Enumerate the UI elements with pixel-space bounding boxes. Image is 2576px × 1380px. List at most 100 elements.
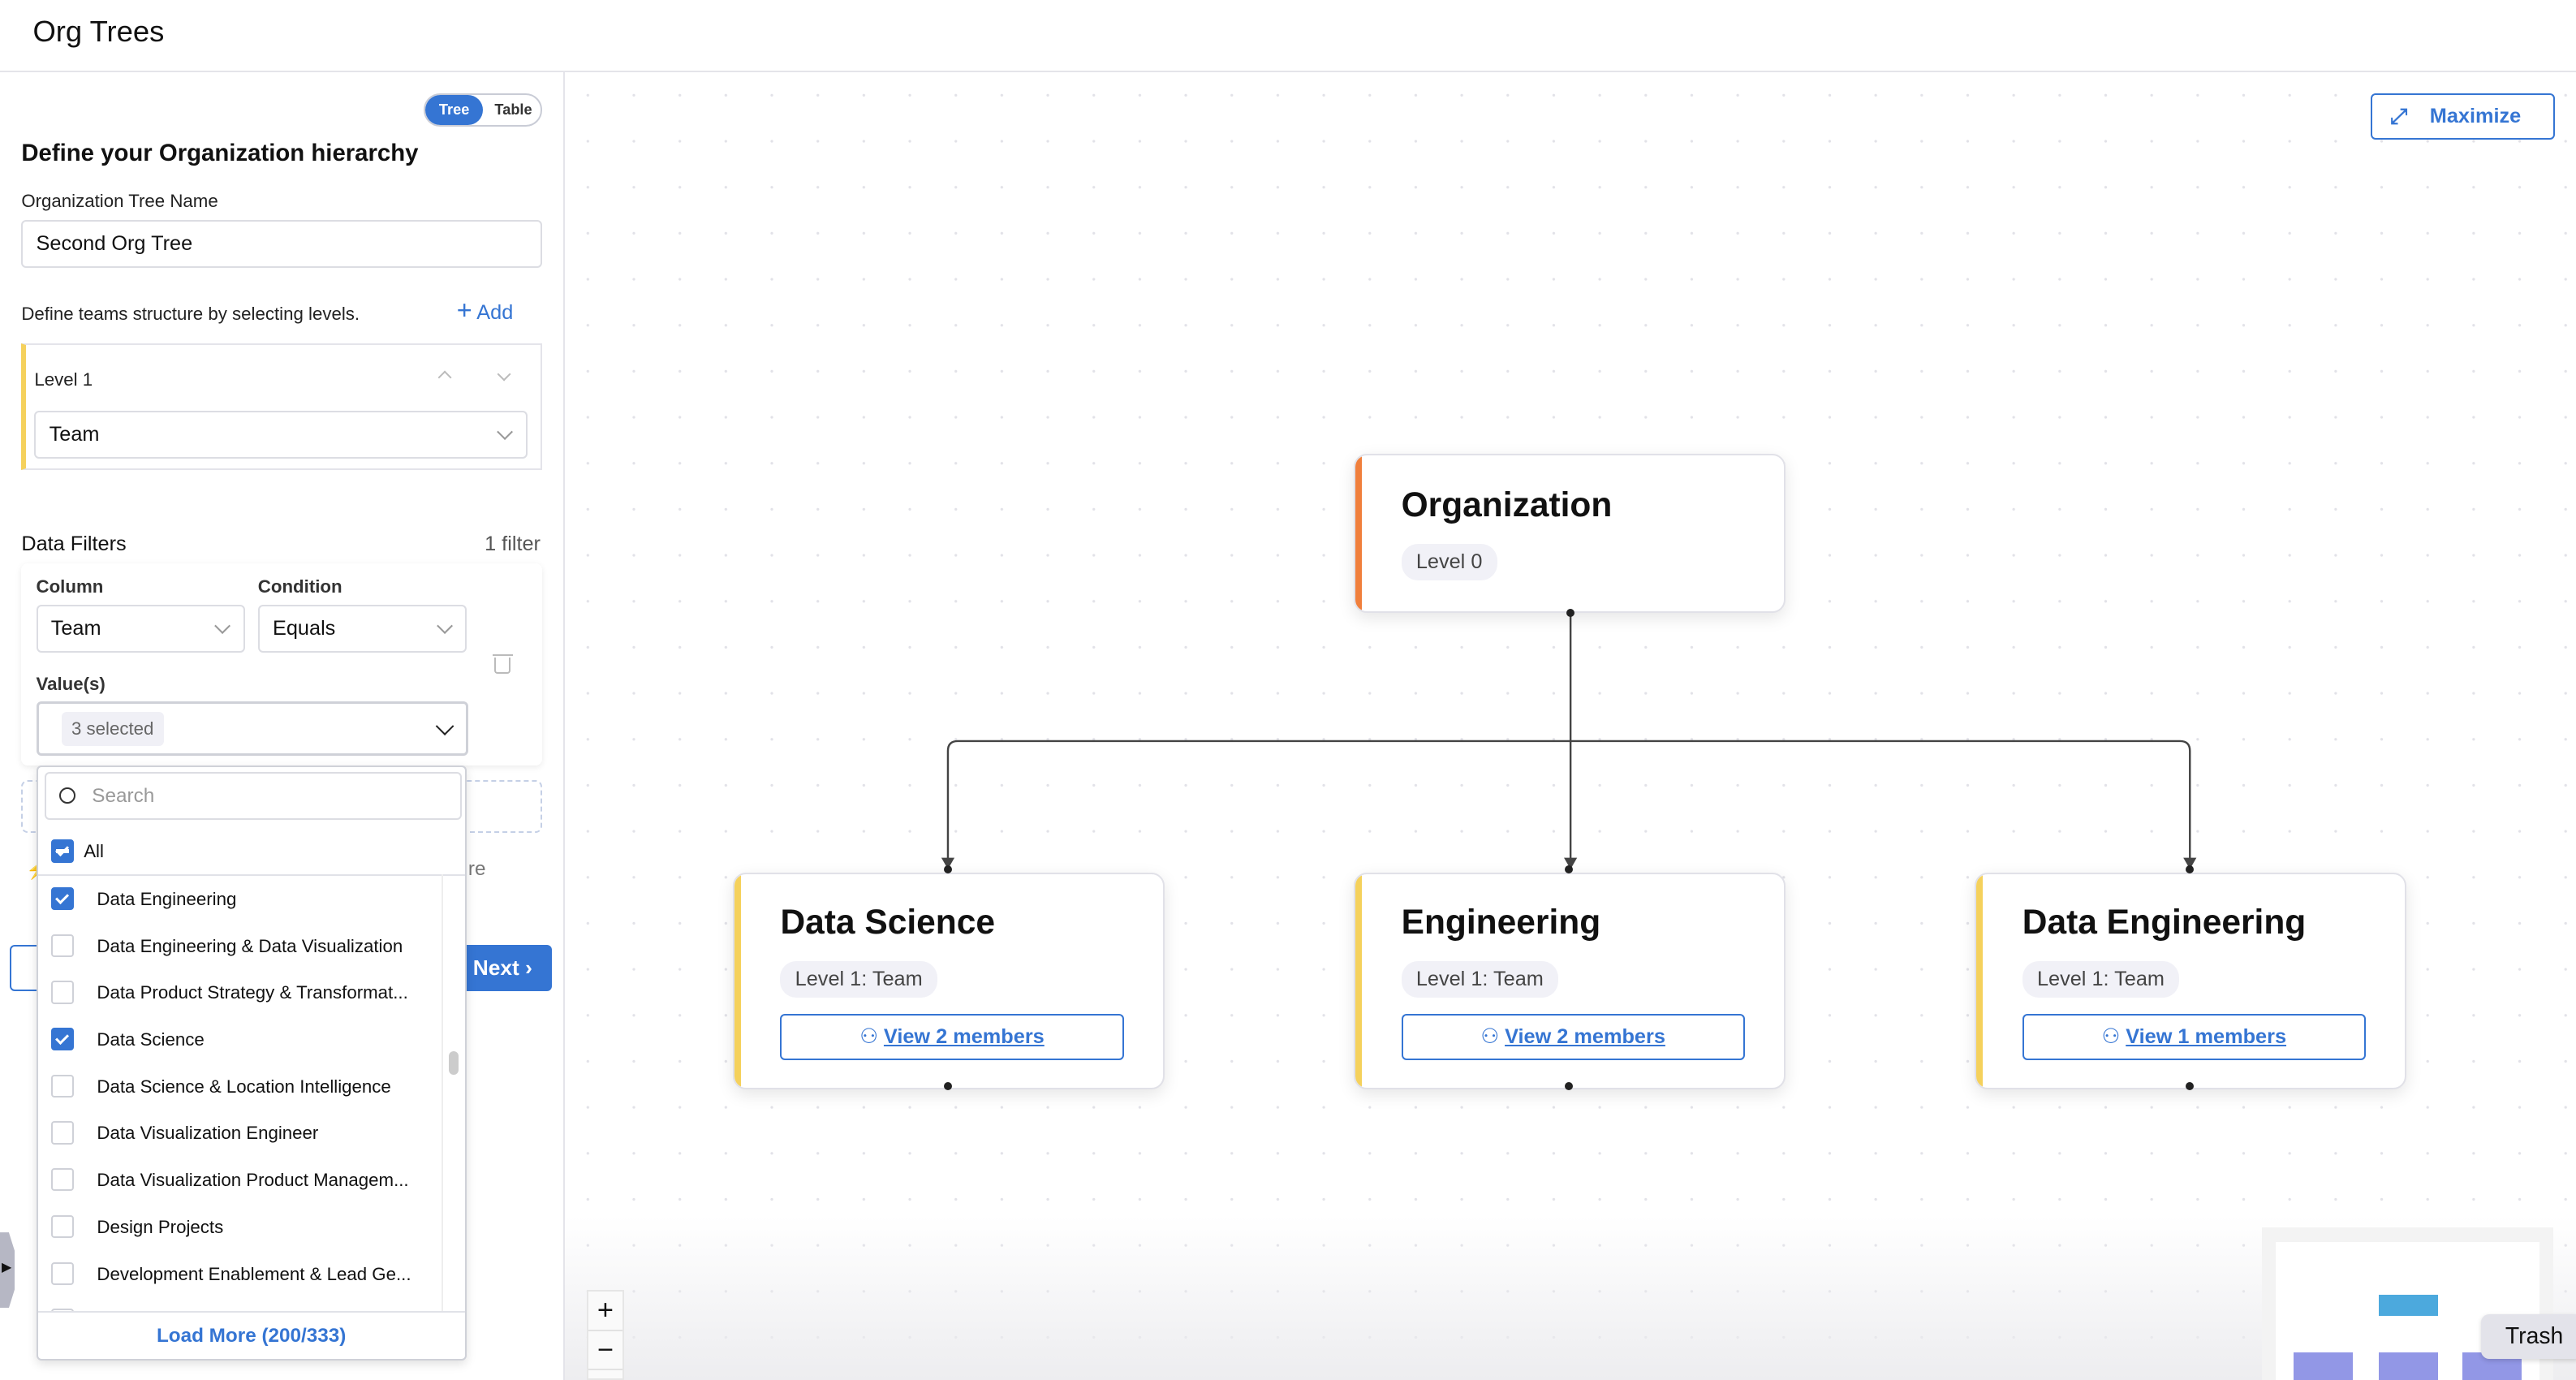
zoom-controls: + − [586, 1289, 625, 1380]
values-label: Value(s) [36, 673, 106, 694]
option-checkbox[interactable] [50, 934, 74, 957]
maximize-button[interactable]: ⤢ Maximize [2370, 93, 2555, 140]
option-item[interactable]: Data Science [38, 1016, 441, 1063]
selected-count-chip: 3 selected [61, 711, 164, 746]
level-chip: Level 0 [1401, 543, 1497, 581]
tree-name-label: Organization Tree Name [21, 190, 218, 211]
node-data-engineering[interactable]: Data Engineering Level 1: Team ⚇ View 1 … [1975, 872, 2407, 1090]
minimap-root-node [2379, 1295, 2438, 1317]
toggle-tree[interactable]: Tree [425, 95, 484, 125]
option-checkbox[interactable] [50, 1074, 74, 1098]
zoom-out-button[interactable]: − [588, 1331, 623, 1371]
option-label: Design Projects [97, 1216, 224, 1237]
node-accent [1355, 455, 1363, 612]
partial-text: re [467, 857, 486, 880]
select-all-row[interactable]: All [37, 828, 465, 876]
handle-dot[interactable] [1566, 608, 1575, 618]
tree-name-input[interactable]: Second Org Tree [21, 220, 542, 268]
indeterminate-checkbox[interactable] [50, 839, 74, 863]
toggle-table[interactable]: Table [494, 101, 532, 119]
option-item[interactable]: Data Engineering [38, 876, 441, 922]
level-label: Level 1 [34, 369, 93, 390]
option-checkbox[interactable] [50, 887, 74, 911]
filter-card: Column Condition Team Equals Value(s) 3 … [21, 563, 542, 766]
option-label: Data Science [97, 1029, 205, 1050]
levels-hint: Define teams structure by selecting leve… [21, 304, 360, 325]
all-label: All [84, 841, 104, 862]
option-label: Data Engineering [97, 889, 237, 910]
option-checkbox[interactable] [50, 1214, 74, 1239]
view-toggle[interactable]: Tree Table [424, 93, 542, 127]
expand-icon: ⤢ [2390, 104, 2408, 129]
option-label: Data Science & Location Intelligence [97, 1076, 391, 1097]
scrollbar-thumb[interactable] [448, 1051, 459, 1075]
side-expand-handle[interactable]: ▶ [0, 1232, 15, 1309]
users-icon: ⚇ [2101, 1024, 2121, 1048]
option-item[interactable]: Data Engineering & Data Visualization [38, 923, 441, 969]
values-select[interactable]: 3 selected [36, 701, 468, 757]
view-members-label: View 1 members [2126, 1024, 2287, 1048]
users-icon: ⚇ [859, 1024, 878, 1048]
canvas-fade [565, 1215, 2576, 1380]
node-accent [734, 873, 741, 1089]
option-item[interactable]: Data Product Strategy & Transformat... [38, 969, 441, 1016]
option-checkbox[interactable] [50, 1309, 74, 1312]
column-label: Column [36, 576, 104, 597]
arrow-icon [1564, 857, 1578, 869]
play-icon: ▶ [2, 1259, 12, 1274]
option-item[interactable]: Design Projects [38, 1204, 441, 1250]
view-members-button[interactable]: ⚇ View 2 members [1401, 1013, 1745, 1060]
connector-data-engineering [1570, 740, 2191, 861]
handle-dot[interactable] [943, 1081, 952, 1091]
option-item[interactable]: Development Enablement & Lead Ge... [38, 1250, 441, 1296]
option-checkbox[interactable] [50, 1261, 74, 1285]
option-checkbox[interactable] [50, 1168, 74, 1192]
minimap-child-node [2379, 1352, 2438, 1380]
handle-dot[interactable] [1565, 1081, 1574, 1091]
condition-value: Equals [272, 616, 336, 640]
view-members-button[interactable]: ⚇ View 2 members [780, 1013, 1124, 1060]
arrow-icon [941, 857, 955, 869]
handle-dot[interactable] [943, 865, 952, 873]
option-label: Data Engineering & Data Visualization [97, 935, 403, 956]
page-title: Org Trees [32, 15, 165, 49]
search-placeholder: Search [92, 784, 155, 807]
handle-dot[interactable] [2186, 1081, 2195, 1091]
zoom-in-button[interactable]: + [588, 1292, 623, 1331]
minimap-child-node [2293, 1352, 2353, 1380]
option-checkbox[interactable] [50, 981, 74, 1004]
dropdown-search-input[interactable]: Search [44, 772, 462, 821]
panel-heading: Define your Organization hierarchy [21, 140, 419, 167]
level-value: Team [49, 422, 100, 446]
option-item[interactable]: Data Visualization Product Managem... [38, 1157, 441, 1203]
handle-dot[interactable] [2186, 865, 2195, 873]
connector-data-science [946, 740, 1571, 861]
search-icon [58, 787, 75, 804]
option-item[interactable]: Data Science & Location Intelligence [38, 1063, 441, 1110]
filters-title: Data Filters [21, 532, 127, 555]
app-header: Org Trees [0, 0, 2576, 73]
option-checkbox[interactable] [50, 1121, 74, 1145]
level-select[interactable]: Team [34, 411, 528, 459]
node-organization[interactable]: Organization Level 0 [1353, 453, 1786, 614]
view-members-button[interactable]: ⚇ View 1 members [2022, 1013, 2366, 1060]
node-data-science[interactable]: Data Science Level 1: Team ⚇ View 2 memb… [732, 872, 1165, 1090]
node-engineering[interactable]: Engineering Level 1: Team ⚇ View 2 membe… [1353, 872, 1786, 1090]
tree-name-value: Second Org Tree [36, 232, 193, 256]
option-item-partial[interactable] [38, 1297, 441, 1312]
load-more-button[interactable]: Load More (200/333) [37, 1311, 465, 1362]
option-item[interactable]: Data Visualization Engineer [38, 1110, 441, 1156]
handle-dot[interactable] [1565, 865, 1574, 873]
arrow-icon [2183, 857, 2197, 869]
add-level-button[interactable]: + Add [457, 297, 514, 325]
condition-select[interactable]: Equals [257, 604, 467, 653]
plus-icon: + [456, 295, 472, 326]
node-title: Data Engineering [2022, 903, 2307, 942]
view-members-label: View 2 members [1505, 1024, 1665, 1048]
trash-icon[interactable] [493, 653, 513, 674]
condition-label: Condition [257, 576, 342, 597]
option-checkbox[interactable] [50, 1028, 74, 1051]
column-select[interactable]: Team [36, 604, 245, 653]
users-icon: ⚇ [1480, 1024, 1500, 1048]
